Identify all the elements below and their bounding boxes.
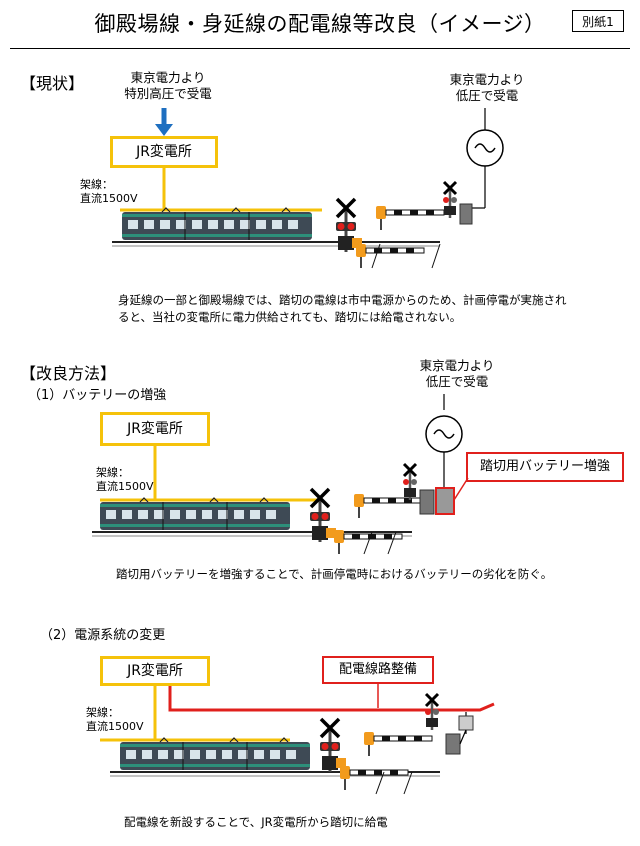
current-supply-high-text: 東京電力より特別高圧で受電	[124, 70, 212, 101]
new-distribution-line	[168, 686, 495, 712]
page-title: 御殿場線・身延線の配電線等改良（イメージ）	[94, 12, 546, 36]
crossing-signal	[308, 487, 338, 544]
crossing-gate	[375, 205, 445, 231]
method2-label: （2）電源系統の変更	[40, 628, 166, 643]
crossing-gate	[363, 731, 433, 757]
current-note: 身延線の一部と御殿場線では、踏切の電線は市中電源からのため、計画停電が実施される…	[118, 293, 567, 324]
method1-supply-low-text: 東京電力より低圧で受電	[419, 358, 495, 389]
method1-label: （1）バッテリーの増強	[28, 388, 167, 403]
crossing-signal	[401, 462, 419, 502]
title-rule	[10, 48, 630, 49]
method1-callout: 踏切用バッテリー増強	[466, 452, 624, 482]
crossing-gate	[355, 243, 425, 269]
crossing-signal	[318, 717, 348, 774]
annex-label: 別紙1	[572, 10, 624, 32]
current-substation-box: JR変電所	[110, 136, 218, 168]
crossing-gate	[353, 493, 423, 519]
current-supply-low-text: 東京電力より低圧で受電	[449, 72, 525, 103]
method1-overhead-label: 架線：直流1500V	[96, 466, 154, 493]
train	[119, 737, 311, 771]
train	[121, 207, 313, 241]
battery-box	[445, 733, 461, 755]
method1-substation-box: JR変電所	[100, 412, 210, 446]
method2-overhead-label: 架線：直流1500V	[86, 706, 144, 733]
method2-note: 配電線を新設することで、JR変電所から踏切に給電	[124, 815, 388, 829]
crossing-signal	[423, 692, 441, 732]
method1-note: 踏切用バッテリーを増強することで、計画停電時におけるバッテリーの劣化を防ぐ。	[116, 567, 553, 581]
crossing-signal	[441, 180, 459, 220]
battery-enhanced	[435, 487, 455, 515]
current-heading: 【現状】	[20, 74, 85, 93]
train	[99, 497, 291, 531]
transformer-box	[458, 715, 474, 731]
battery-box	[419, 489, 435, 515]
improve-heading: 【改良方法】	[20, 364, 117, 383]
method2-substation-box: JR変電所	[100, 656, 210, 686]
method2-callout: 配電線路整備	[322, 656, 434, 684]
battery-box	[459, 203, 473, 225]
current-overhead-label: 架線：直流1500V	[80, 178, 138, 205]
supply-arrow-head	[155, 124, 173, 136]
crossing-gate	[339, 765, 409, 791]
